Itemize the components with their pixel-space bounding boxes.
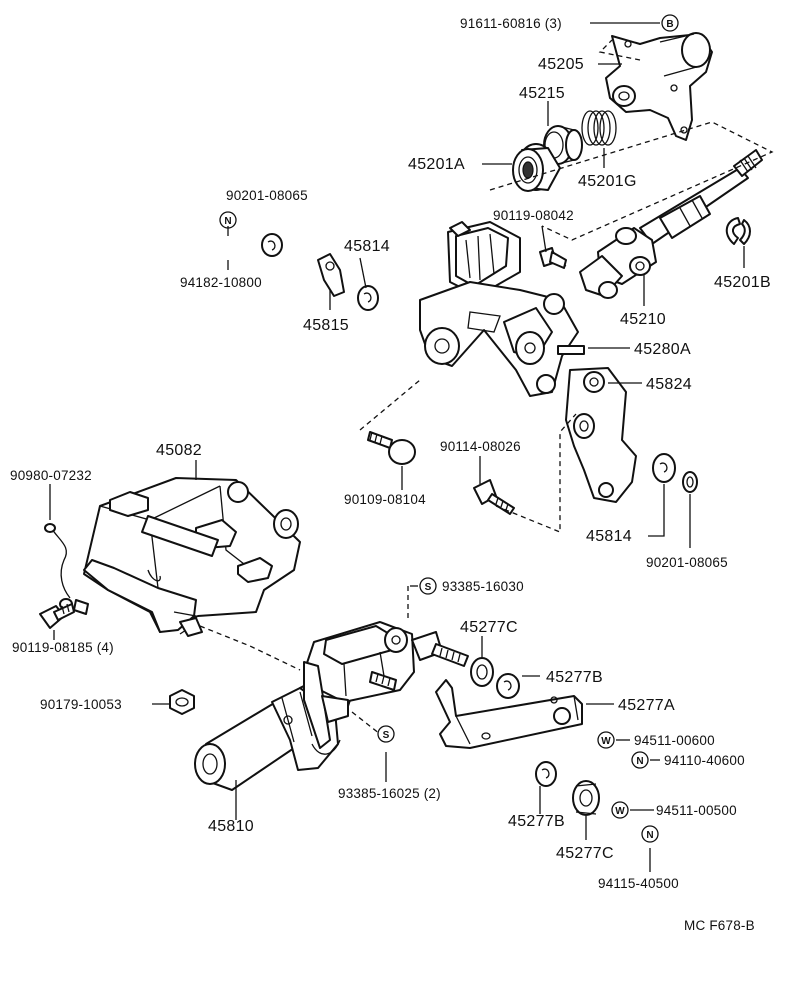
- svg-text:N: N: [636, 756, 643, 767]
- part-45280a-column-bracket[interactable]: [419, 221, 585, 397]
- label-90119-08185: 90119-08185 (4): [12, 640, 114, 655]
- svg-text:S: S: [425, 582, 432, 593]
- svg-text:S: S: [383, 730, 390, 741]
- label-45814-bottom: 45814: [586, 528, 632, 545]
- part-45082-housing[interactable]: [83, 477, 301, 637]
- label-90114-08026: 90114-08026: [440, 439, 521, 454]
- part-switch-assembly[interactable]: [303, 621, 469, 755]
- label-45815: 45815: [303, 317, 349, 334]
- svg-text:W: W: [601, 736, 611, 747]
- symbol-s-93385-16030: S: [419, 577, 437, 595]
- label-45210: 45210: [620, 311, 666, 328]
- ref-line-f: [351, 711, 381, 735]
- part-45277c-top[interactable]: [470, 657, 494, 687]
- svg-text:N: N: [646, 830, 653, 841]
- label-45277b-bottom: 45277B: [508, 813, 565, 830]
- part-90119-08042-bolt[interactable]: [539, 247, 567, 269]
- label-45205: 45205: [538, 56, 584, 73]
- part-45210-universal-joint[interactable]: [579, 227, 657, 299]
- label-45277a: 45277A: [618, 697, 675, 714]
- part-90201-08065-washer-bottom[interactable]: [682, 471, 698, 493]
- label-45082: 45082: [156, 442, 202, 459]
- label-45215: 45215: [519, 85, 565, 102]
- part-90201-08065-bushing-top[interactable]: [261, 233, 283, 257]
- label-45201a: 45201A: [408, 156, 465, 173]
- part-90980-07232-wire[interactable]: [44, 523, 89, 615]
- label-90179-10053: 90179-10053: [40, 697, 122, 712]
- symbol-n-94115: N: [641, 825, 659, 843]
- label-94110-40600: 94110-40600: [664, 753, 745, 768]
- symbol-w-94511-00600: W: [597, 731, 615, 749]
- part-90119-08185-bolt[interactable]: [39, 603, 75, 629]
- part-45205-bracket[interactable]: [605, 32, 713, 141]
- ref-line-b: [359, 379, 421, 431]
- shaft-group-outline: [489, 121, 774, 241]
- label-90980-07232: 90980-07232: [10, 468, 92, 483]
- label-94115-40500: 94115-40500: [598, 876, 679, 891]
- ref-line-c: [495, 413, 577, 533]
- svg-text:N: N: [224, 216, 231, 227]
- label-94511-00500: 94511-00500: [656, 803, 737, 818]
- part-45201b-clip[interactable]: [725, 217, 751, 245]
- symbol-w-94511-00500: W: [611, 801, 629, 819]
- part-45814-bushing-bottom[interactable]: [652, 453, 676, 483]
- part-45277c-bottom[interactable]: [572, 780, 600, 816]
- bracket-ref-line-a: [598, 39, 641, 61]
- part-90179-10053-nut[interactable]: [169, 689, 195, 715]
- part-45277b-top[interactable]: [496, 673, 520, 699]
- label-93385-16025: 93385-16025 (2): [338, 786, 441, 801]
- label-45810: 45810: [208, 818, 254, 835]
- label-45280a: 45280A: [634, 341, 691, 358]
- part-45201g-spring[interactable]: [581, 110, 617, 146]
- label-90201-08065-top: 90201-08065: [226, 188, 308, 203]
- part-45815-lever[interactable]: [317, 253, 345, 297]
- leader-lines: [49, 22, 745, 872]
- part-90114-08026-bolt[interactable]: [473, 479, 515, 515]
- part-45277a-plate[interactable]: [435, 679, 583, 749]
- svg-text:B: B: [666, 19, 673, 30]
- label-45814-top: 45814: [344, 238, 390, 255]
- symbol-n-94110: N: [631, 751, 649, 769]
- part-90109-08104-bolt[interactable]: [367, 431, 416, 465]
- part-45824-plate[interactable]: [565, 367, 637, 503]
- label-45277c-bottom: 45277C: [556, 845, 614, 862]
- label-94511-00600: 94511-00600: [634, 733, 715, 748]
- svg-text:W: W: [615, 806, 625, 817]
- label-45277b-top: 45277B: [546, 669, 603, 686]
- label-93385-16030: 93385-16030: [442, 579, 524, 594]
- ref-line-d: [199, 625, 301, 671]
- symbol-s-93385-16025: S: [377, 725, 395, 743]
- label-90201-08065-bottom: 90201-08065: [646, 555, 728, 570]
- symbol-n-94182: N: [219, 211, 237, 229]
- label-45201b: 45201B: [714, 274, 771, 291]
- label-45201g: 45201G: [578, 173, 637, 190]
- part-45814-bushing-top[interactable]: [357, 285, 379, 311]
- label-94182-10800: 94182-10800: [180, 275, 262, 290]
- label-45824: 45824: [646, 376, 692, 393]
- part-steering-shaft[interactable]: [639, 149, 763, 245]
- label-90119-08042: 90119-08042: [493, 208, 574, 223]
- label-90109-08104: 90109-08104: [344, 492, 426, 507]
- symbol-b: B: [661, 14, 679, 32]
- label-91611-60816: 91611-60816 (3): [460, 16, 562, 31]
- diagram-code: MC F678-B: [684, 918, 755, 933]
- label-45277c-top: 45277C: [460, 619, 518, 636]
- part-45277b-bottom[interactable]: [535, 761, 557, 787]
